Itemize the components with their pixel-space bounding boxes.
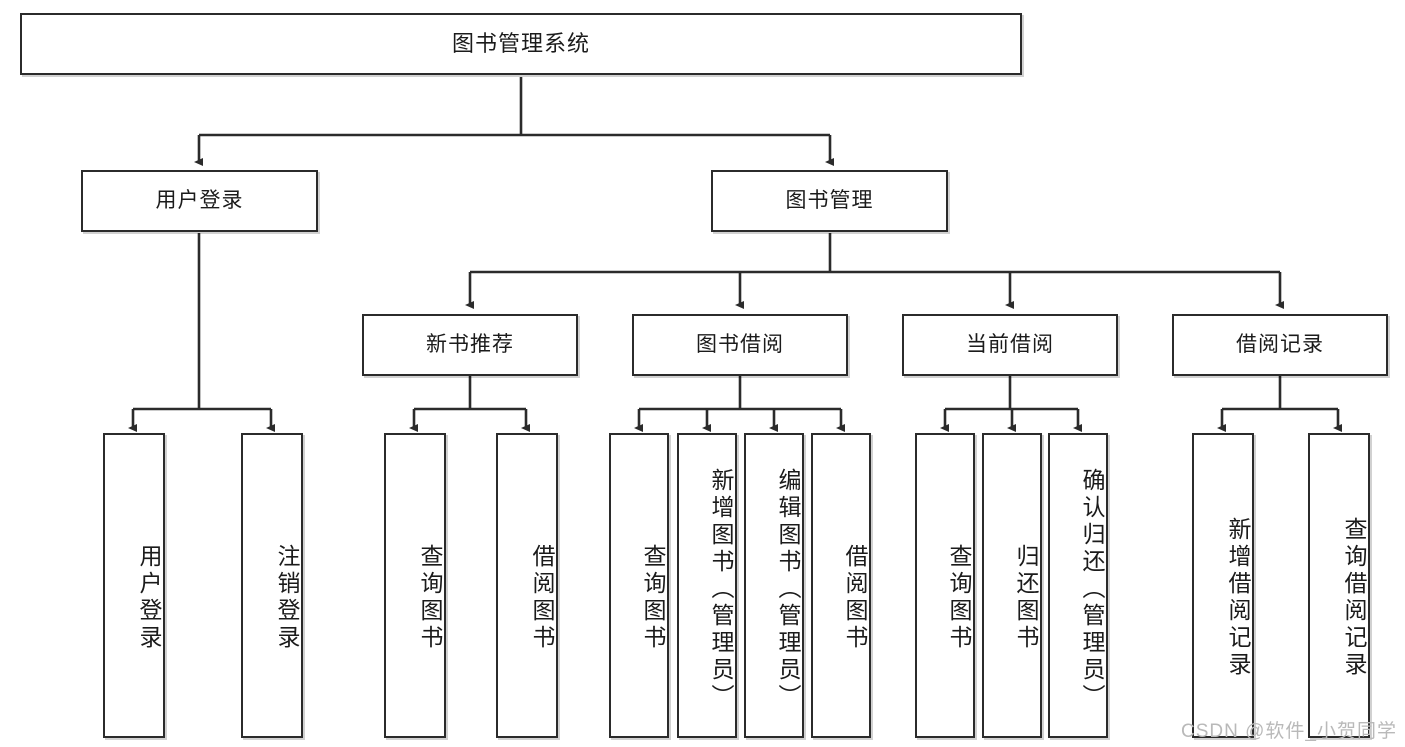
leaf-label: 新增图书（管理员） <box>708 468 734 711</box>
node-book-borrow[interactable]: 图书借阅 <box>632 314 848 376</box>
leaf-label: 查询图书 <box>946 543 972 652</box>
leaf-label: 借阅图书 <box>842 543 868 652</box>
leaf-label: 查询图书 <box>640 543 666 652</box>
node-current-borrow[interactable]: 当前借阅 <box>902 314 1118 376</box>
node-leaf-query-record[interactable]: 查询借阅记录 <box>1308 433 1370 738</box>
node-leaf-query-book-2[interactable]: 查询图书 <box>609 433 669 738</box>
node-leaf-user-login[interactable]: 用户登录 <box>103 433 165 738</box>
node-leaf-return-book[interactable]: 归还图书 <box>982 433 1042 738</box>
node-leaf-logout-login[interactable]: 注销登录 <box>241 433 303 738</box>
node-leaf-borrow-book-1[interactable]: 借阅图书 <box>496 433 558 738</box>
leaf-label: 查询图书 <box>417 543 443 652</box>
node-leaf-add-book[interactable]: 新增图书（管理员） <box>677 433 737 738</box>
node-borrow-record[interactable]: 借阅记录 <box>1172 314 1388 376</box>
node-book-manage[interactable]: 图书管理 <box>711 170 948 232</box>
leaf-label: 注销登录 <box>274 543 300 652</box>
watermark-text: CSDN @软件_小贺同学 <box>1181 721 1397 742</box>
node-leaf-query-book-3[interactable]: 查询图书 <box>915 433 975 738</box>
leaf-label: 借阅图书 <box>529 543 555 652</box>
leaf-label: 编辑图书（管理员） <box>775 468 801 711</box>
leaf-label: 确认归还（管理员） <box>1079 468 1105 711</box>
leaf-label: 归还图书 <box>1013 543 1039 652</box>
node-leaf-add-record[interactable]: 新增借阅记录 <box>1192 433 1254 738</box>
leaf-label: 新增借阅记录 <box>1225 516 1251 679</box>
node-leaf-edit-book[interactable]: 编辑图书（管理员） <box>744 433 804 738</box>
node-new-book-recommend[interactable]: 新书推荐 <box>362 314 578 376</box>
leaf-label: 查询借阅记录 <box>1341 516 1367 679</box>
node-leaf-query-book-1[interactable]: 查询图书 <box>384 433 446 738</box>
node-user-login[interactable]: 用户登录 <box>81 170 318 232</box>
leaf-label: 用户登录 <box>136 543 162 652</box>
node-leaf-confirm-return[interactable]: 确认归还（管理员） <box>1048 433 1108 738</box>
node-root[interactable]: 图书管理系统 <box>20 13 1022 75</box>
node-leaf-borrow-book-2[interactable]: 借阅图书 <box>811 433 871 738</box>
